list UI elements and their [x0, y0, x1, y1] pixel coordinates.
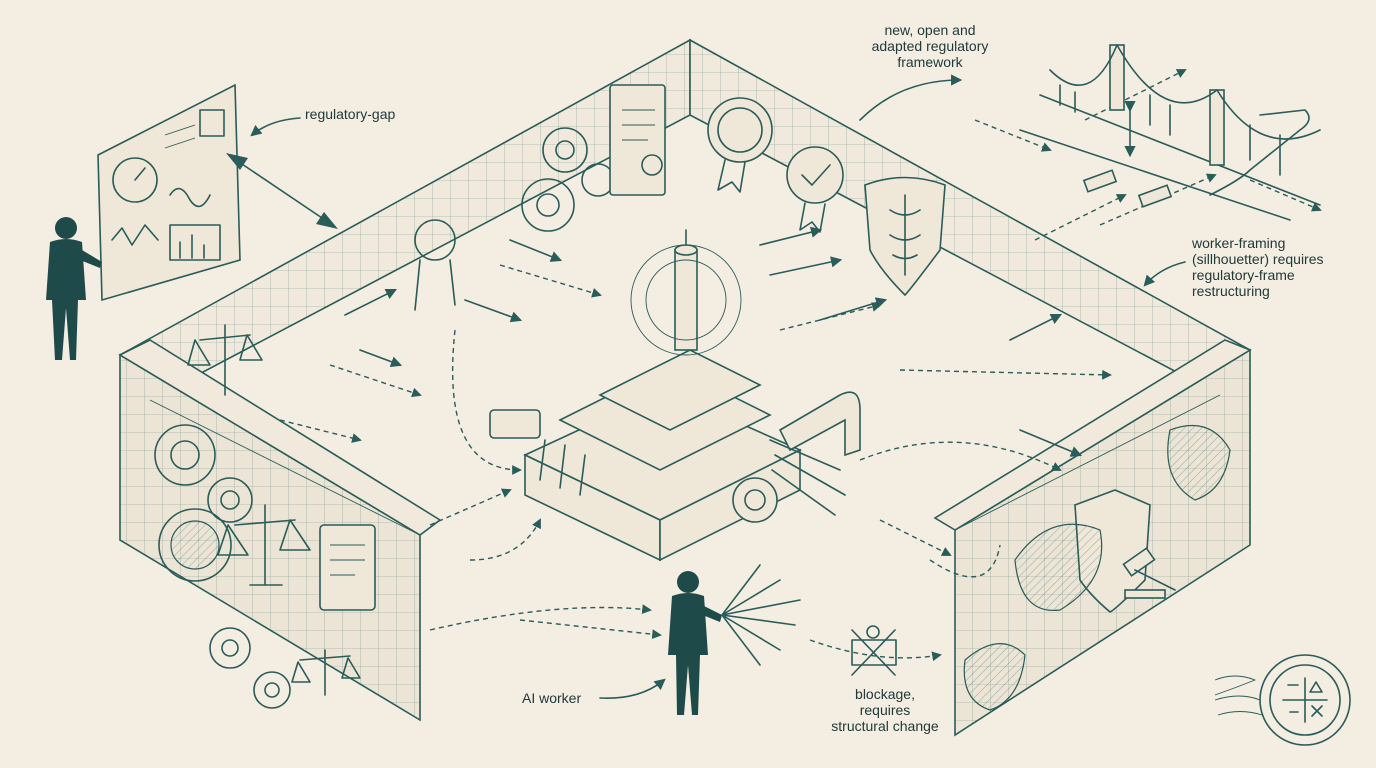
- worker-framing-pointer: [1143, 261, 1186, 287]
- seal-icon: [707, 97, 844, 233]
- central-machine: [489, 229, 861, 562]
- blocked-x-icon: [851, 625, 897, 676]
- certificate-icon: [609, 84, 666, 196]
- framework-label-line-1: new, open and: [884, 22, 976, 38]
- left-wall-figure-icon: [414, 219, 456, 311]
- blockage-label: blockage, requires structural change: [820, 686, 950, 734]
- framework-label-line-3: framework: [897, 54, 963, 70]
- dashboard-panel-icon: [97, 83, 241, 302]
- worker-framing-label: worker-framing (sillhouetter) requires r…: [1192, 235, 1324, 299]
- flow-paths: [279, 69, 1322, 662]
- wall-gears-left: [154, 424, 253, 582]
- gavel-icon: [1074, 489, 1176, 613]
- framework-label-line-2: adapted regulatory: [871, 38, 989, 54]
- blockage-line-3: structural change: [831, 718, 939, 734]
- gear-icon: [521, 127, 615, 232]
- solid-arrows: [344, 226, 1083, 457]
- bridge-icon: [859, 44, 1321, 221]
- wall-scale-icon: [187, 324, 263, 396]
- blockage-line-1: blockage,: [855, 686, 915, 702]
- scale-of-justice-icon: [217, 504, 311, 586]
- worker-framing-line-4: restructuring: [1192, 283, 1270, 299]
- regulatory-gap-label: regulatory-gap: [305, 106, 396, 122]
- worker-framing-line-1: worker-framing: [1192, 235, 1286, 251]
- stamp-icon: [1214, 654, 1351, 746]
- blockage-line-2: requires: [859, 702, 911, 718]
- shield-caduceus-icon: [864, 176, 946, 297]
- presenter-silhouette: [46, 217, 102, 360]
- regulatory-gap-arrow: [226, 117, 338, 229]
- ai-worker-label: AI worker: [522, 690, 582, 706]
- worker-framing-line-2: (sillhouetter) requires: [1192, 251, 1324, 267]
- small-gears: [209, 627, 361, 709]
- framework-label: new, open and adapted regulatory framewo…: [850, 22, 1010, 70]
- worker-framing-line-3: regulatory-frame: [1192, 267, 1295, 283]
- ai-worker-silhouette: [599, 564, 801, 715]
- document-scroll-icon: [319, 524, 376, 611]
- hatched-map-shapes: [963, 424, 1231, 711]
